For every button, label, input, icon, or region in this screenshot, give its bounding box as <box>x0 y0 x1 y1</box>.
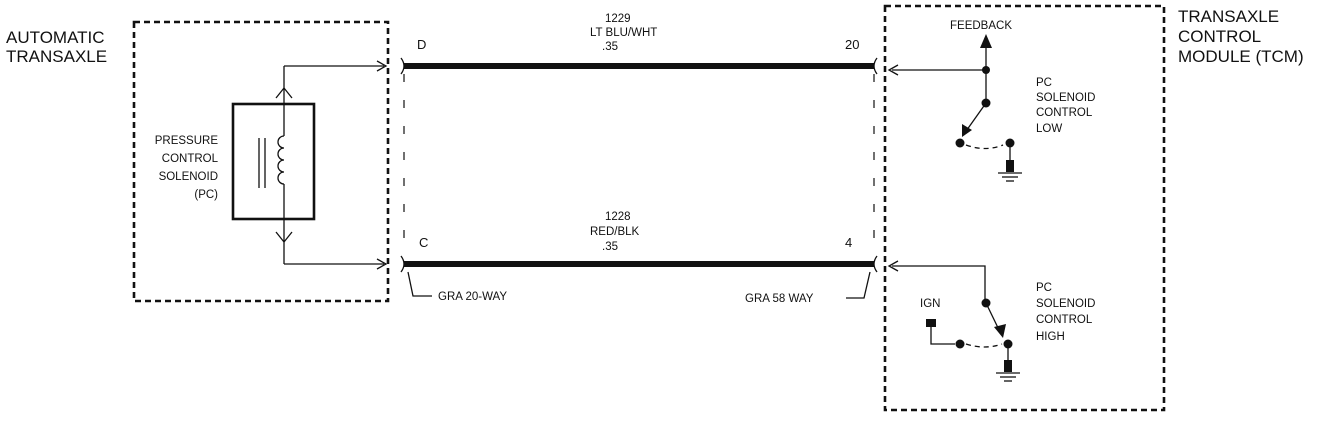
switch-high-label-line3: CONTROL <box>1036 314 1093 326</box>
switch-low-arrow-icon <box>962 124 972 137</box>
tcm-lead-pin-4 <box>892 265 986 300</box>
junction-dot-low <box>982 66 990 74</box>
pin-d: D <box>417 37 426 52</box>
ign-terminal-icon <box>926 319 936 327</box>
wire-1228-labels: 1228 RED/BLK .35 C 4 <box>419 211 852 253</box>
wire-1229-color: LT BLU/WHT <box>590 27 657 39</box>
pc-solenoid-control-low: FEEDBACK PC SOLENOID CONTROL LOW <box>950 20 1095 182</box>
switch-high-link-dashed <box>965 343 1003 348</box>
solenoid-terminal-top <box>275 86 293 99</box>
tcm-arrow-pin-20 <box>887 64 899 76</box>
connector-58-way-label: GRA 58 WAY <box>745 293 814 305</box>
solenoid-label-line2: CONTROL <box>162 153 219 165</box>
solenoid-label-line1: PRESSURE <box>155 135 219 147</box>
connector-58-way-leader <box>846 271 871 299</box>
solenoid-body <box>231 102 316 221</box>
feedback-label: FEEDBACK <box>950 20 1012 32</box>
solenoid-label-line3: SOLENOID <box>159 171 218 183</box>
automatic-transaxle-label: AUTOMATIC TRANSAXLE <box>6 28 107 66</box>
automatic-transaxle-line2: TRANSAXLE <box>6 47 107 66</box>
switch-high-label-line2: SOLENOID <box>1036 298 1095 310</box>
wire-1228-color: RED/BLK <box>590 226 640 238</box>
switch-low-label-line1: PC <box>1036 77 1052 89</box>
switch-high-contact-left <box>955 339 965 349</box>
tcm-arrow-pin-4 <box>887 260 899 272</box>
switch-low-link-dashed <box>965 144 1004 150</box>
ign-lead <box>930 324 955 345</box>
switch-high-arrow-icon <box>994 324 1006 338</box>
connector-arrow-left-top <box>376 60 388 72</box>
automatic-transaxle-box <box>132 20 390 303</box>
connector-20-way-label: GRA 20-WAY <box>438 291 507 303</box>
switch-low-label-line4: LOW <box>1036 123 1062 135</box>
wire-1229-labels: 1229 LT BLU/WHT .35 D 20 <box>417 13 859 53</box>
wire-1228-circuit: 1228 <box>605 211 631 223</box>
wire-1229-circuit: 1229 <box>605 13 631 25</box>
wire-1229-terminals <box>400 57 878 75</box>
solenoid-coil-icon <box>277 135 285 185</box>
switch-low-contact-left <box>955 138 965 148</box>
switch-high-label-line4: HIGH <box>1036 331 1065 343</box>
wire-1229-gauge: .35 <box>602 41 618 53</box>
ground-low-icon <box>998 160 1022 182</box>
ground-high-icon <box>996 360 1020 382</box>
wire-1228-gauge: .35 <box>602 241 618 253</box>
ign-label: IGN <box>920 298 940 310</box>
connector-20-way-leader <box>407 271 432 297</box>
pc-solenoid-control-high: IGN PC SOLENOID CONTROL HIGH <box>920 282 1095 382</box>
switch-low-label-line2: SOLENOID <box>1036 92 1095 104</box>
wire-1228-terminals <box>400 255 878 273</box>
connector-arrow-left-bottom <box>376 258 388 270</box>
tcm-label-line3: MODULE (TCM) <box>1178 47 1304 66</box>
tcm-box <box>883 4 1166 412</box>
pin-20: 20 <box>845 37 859 52</box>
switch-low-label-line3: CONTROL <box>1036 107 1093 119</box>
solenoid-label-line4: (PC) <box>194 189 218 201</box>
pin-c: C <box>419 235 428 250</box>
switch-high-label-line1: PC <box>1036 282 1052 294</box>
feedback-arrow-icon <box>980 34 992 48</box>
tcm-label-line2: CONTROL <box>1178 27 1261 46</box>
automatic-transaxle-line1: AUTOMATIC <box>6 28 105 47</box>
tcm-label-line1: TRANSAXLE <box>1178 7 1279 26</box>
pin-4: 4 <box>845 235 852 250</box>
pressure-control-solenoid: PRESSURE CONTROL SOLENOID (PC) <box>155 66 316 264</box>
tcm-label: TRANSAXLE CONTROL MODULE (TCM) <box>1178 7 1304 66</box>
